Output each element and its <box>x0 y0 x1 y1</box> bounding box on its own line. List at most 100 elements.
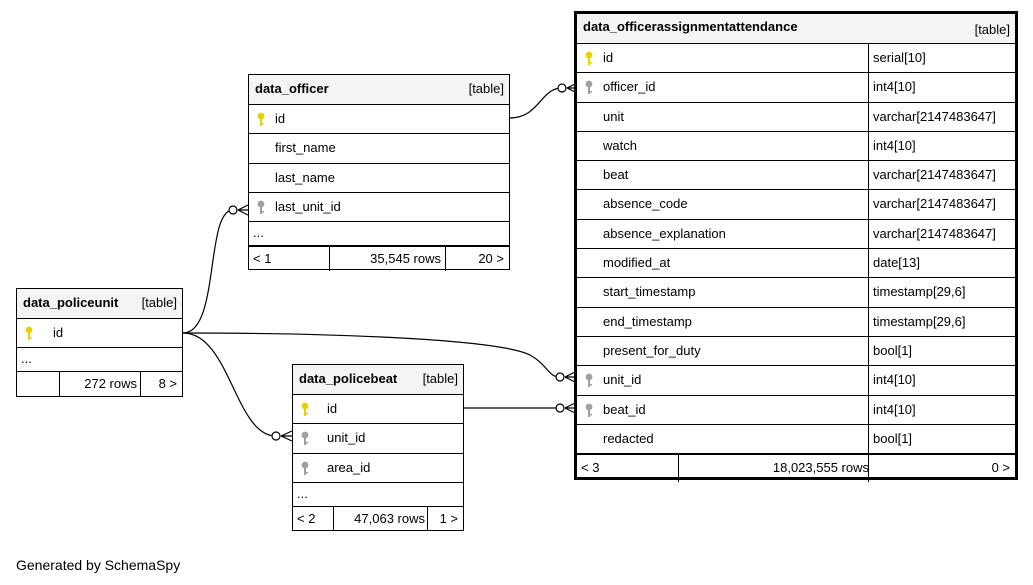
column-row[interactable]: id <box>293 395 463 425</box>
row-count: 18,023,555 rows <box>772 460 869 476</box>
table-header: data_policebeat [table] <box>293 365 463 395</box>
column-row[interactable]: id serial[10] <box>577 44 1015 74</box>
row-count: 47,063 rows <box>354 510 425 526</box>
parents-link[interactable]: < 3 <box>581 460 600 476</box>
ellipsis-row: ... <box>249 222 509 247</box>
table-data-officer[interactable]: data_officer [table] id first_name last_… <box>248 74 510 272</box>
crowfoot-markers <box>228 83 576 442</box>
column-name: unit_id <box>327 430 366 446</box>
column-row[interactable]: officer_id int4[10] <box>577 73 1015 103</box>
edge-unit-to-beat <box>182 332 277 437</box>
edge-unit-to-attendance <box>182 332 561 378</box>
column-type: int4[10] <box>873 79 916 95</box>
column-name: beat_id <box>603 401 646 417</box>
column-name: unit_id <box>603 372 642 388</box>
column-name: id <box>53 325 64 340</box>
column-name: last_name <box>275 169 335 185</box>
column-row[interactable]: unit_id int4[10] <box>577 366 1015 396</box>
children-link[interactable]: 20 > <box>478 251 504 267</box>
table-footer: < 1 35,545 rows 20 > <box>249 246 509 272</box>
column-name: modified_at <box>603 255 671 271</box>
ellipsis: ... <box>253 225 264 241</box>
column-type: serial[10] <box>873 50 926 65</box>
column-type: int4[10] <box>873 372 916 388</box>
column-type: bool[1] <box>873 342 913 358</box>
foreign-key-icon <box>301 461 309 475</box>
column-row[interactable]: first_name <box>249 134 509 164</box>
table-header: data_policeunit [table] <box>17 289 182 319</box>
parents-link[interactable]: < 2 <box>297 510 316 526</box>
foreign-key-icon <box>585 80 593 95</box>
table-footer: < 3 18,023,555 rows 0 > <box>577 454 1015 483</box>
column-type: timestamp[29,6] <box>873 313 966 329</box>
table-tag: [table] <box>141 295 177 310</box>
column-name: absence_code <box>603 196 688 212</box>
column-row[interactable]: id <box>17 319 182 349</box>
foreign-key-icon <box>585 403 593 417</box>
column-name: area_id <box>327 459 371 475</box>
row-count: 272 rows <box>84 376 137 392</box>
children-link[interactable]: 8 > <box>158 376 177 392</box>
column-type: int4[10] <box>873 401 916 417</box>
column-row[interactable]: last_unit_id <box>249 193 509 223</box>
ellipsis: ... <box>297 485 308 501</box>
column-type: date[13] <box>873 255 920 271</box>
column-type: varchar[2147483647] <box>873 108 996 124</box>
row-count: 35,545 rows <box>370 251 441 267</box>
generated-by-footer: Generated by SchemaSpy <box>16 557 181 573</box>
column-name: officer_id <box>603 79 656 95</box>
ellipsis: ... <box>21 351 32 367</box>
table-tag: [table] <box>422 371 458 386</box>
parents-link[interactable]: < 1 <box>253 251 272 267</box>
table-data-policebeat[interactable]: data_policebeat [table] id unit_id area_… <box>292 364 464 531</box>
column-row[interactable]: id <box>249 105 509 135</box>
column-name: start_timestamp <box>603 284 696 300</box>
column-row[interactable]: last_name <box>249 164 509 193</box>
column-name: present_for_duty <box>603 342 701 358</box>
table-tag: [table] <box>974 22 1010 37</box>
table-name: data_officerassignmentattendance <box>583 19 798 34</box>
table-data-officerassignmentattendance[interactable]: data_officerassignmentattendance [table]… <box>574 11 1018 483</box>
column-row[interactable]: unit varchar[2147483647] <box>577 102 1015 132</box>
children-link[interactable]: 0 > <box>991 460 1010 476</box>
ellipsis-row: ... <box>293 483 463 507</box>
table-footer: 272 rows 8 > <box>17 372 182 397</box>
column-list: id serial[10] officer_id int4[10] unit varcha… <box>577 44 1015 455</box>
table-header: data_officerassignmentattendance [table] <box>577 14 1015 44</box>
column-row[interactable]: area_id <box>293 454 463 483</box>
edge-officer-to-attendance <box>508 87 563 119</box>
column-name: id <box>327 401 338 416</box>
table-header: data_officer [table] <box>249 75 509 105</box>
primary-key-icon <box>257 112 265 126</box>
children-link[interactable]: 1 > <box>439 510 458 526</box>
column-name: last_unit_id <box>275 198 341 214</box>
column-name: id <box>603 50 614 65</box>
column-row[interactable]: start_timestamp timestamp[29,6] <box>577 278 1015 308</box>
table-name: data_policebeat <box>299 371 398 386</box>
column-row[interactable]: present_for_duty bool[1] <box>577 336 1015 367</box>
column-name: beat <box>603 167 629 183</box>
column-row[interactable]: beat_id int4[10] <box>577 395 1015 425</box>
edge-unit-to-officer <box>182 209 234 334</box>
column-name: redacted <box>603 430 654 446</box>
column-type: int4[10] <box>873 137 916 153</box>
table-data-policeunit[interactable]: data_policeunit [table] id ... 272 rows … <box>16 288 183 397</box>
primary-key-icon <box>585 51 593 65</box>
column-row[interactable]: modified_at date[13] <box>577 249 1015 279</box>
primary-key-icon <box>25 326 33 340</box>
table-tag: [table] <box>468 81 504 96</box>
column-type: timestamp[29,6] <box>873 284 966 300</box>
column-name: unit <box>603 108 624 124</box>
table-footer: < 2 47,063 rows 1 > <box>293 506 463 531</box>
column-row[interactable]: unit_id <box>293 424 463 454</box>
table-name: data_policeunit <box>23 295 119 310</box>
foreign-key-icon <box>301 431 309 446</box>
column-name: absence_explanation <box>603 225 726 241</box>
